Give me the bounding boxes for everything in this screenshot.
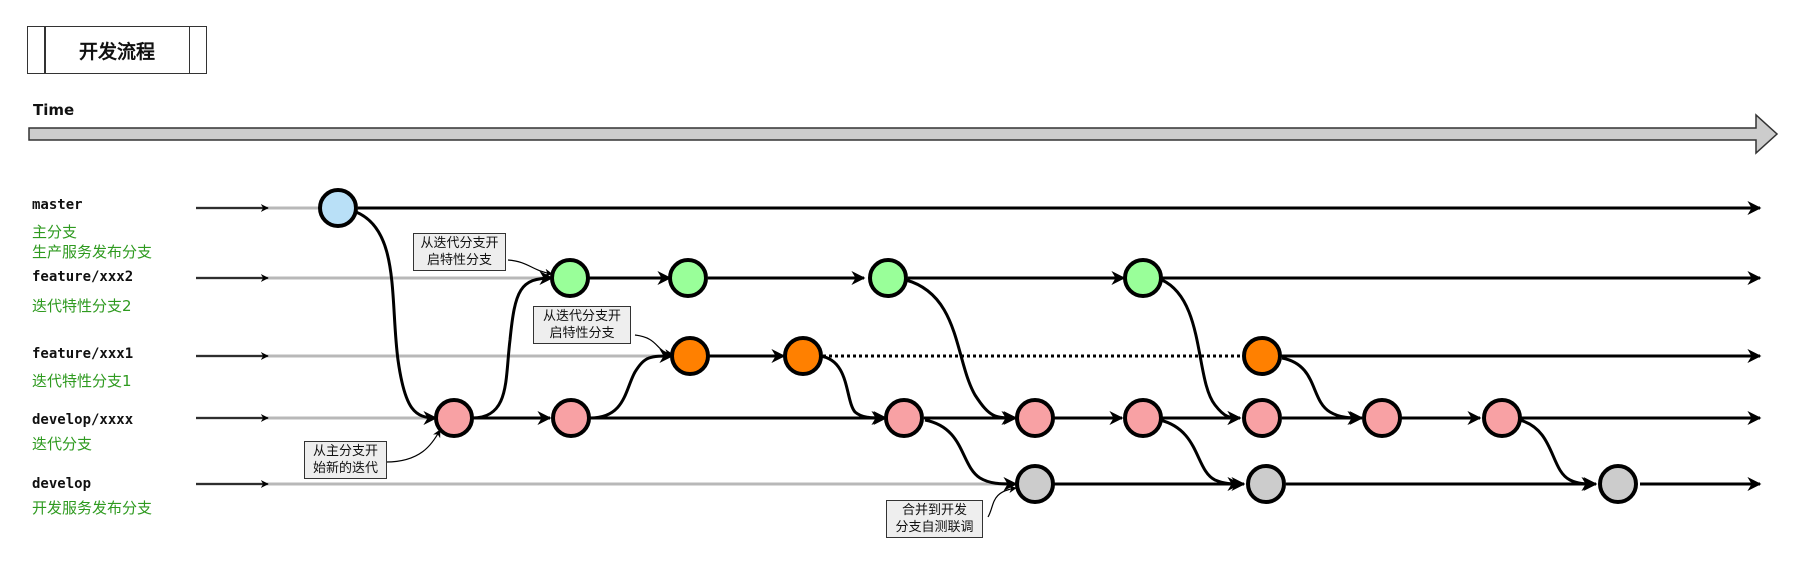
lane-desc-feature1: 迭代特性分支1 — [32, 372, 132, 390]
commit-feature2-4 — [1123, 258, 1163, 298]
lane-desc-develop-iter: 迭代分支 — [32, 435, 93, 453]
title-box: 开发流程 — [27, 26, 207, 74]
lane-name-develop-iter: develop/xxxx — [32, 412, 134, 428]
commit-feature2-1 — [550, 258, 590, 298]
commit-develop-iter-2 — [551, 398, 591, 438]
lane-desc-develop: 开发服务发布分支 — [32, 499, 153, 517]
commit-feature2-2 — [668, 258, 708, 298]
lane-name-feature2: feature/xxx2 — [32, 269, 134, 285]
commit-feature1-3 — [1242, 336, 1282, 376]
lane-desc-master: 主分支 生产服务发布分支 — [32, 223, 153, 261]
note-iteration-start: 从主分支开 始新的迭代 — [304, 441, 387, 479]
lane-start-lines — [196, 206, 1016, 486]
commit-master-1 — [318, 188, 358, 228]
time-label: Time — [33, 101, 75, 119]
lane-name-feature1: feature/xxx1 — [32, 346, 134, 362]
commit-develop-iter-8 — [1482, 398, 1522, 438]
commit-develop-iter-1 — [434, 398, 474, 438]
branch-curves — [355, 210, 1598, 491]
diagram-title: 开发流程 — [78, 40, 155, 63]
lane-name-develop: develop — [32, 476, 92, 492]
note-connectors — [385, 259, 1017, 518]
commit-develop-iter-6 — [1242, 398, 1282, 438]
commit-develop-2 — [1246, 464, 1286, 504]
title-box-right-bar — [188, 27, 190, 73]
note-merge-develop: 合并到开发 分支自测联调 — [886, 500, 983, 538]
time-arrow — [28, 113, 1779, 155]
branch-lines — [358, 201, 1762, 491]
note-feature2-start: 从迭代分支开 启特性分支 — [413, 233, 506, 271]
commit-feature1-2 — [783, 336, 823, 376]
commit-develop-3 — [1598, 464, 1638, 504]
commit-develop-iter-4 — [1015, 398, 1055, 438]
commit-develop-iter-3 — [884, 398, 924, 438]
lane-desc-feature2: 迭代特性分支2 — [32, 297, 132, 315]
lane-name-master: master — [32, 197, 83, 213]
title-box-left-bar — [44, 27, 46, 73]
note-feature1-start: 从迭代分支开 启特性分支 — [533, 306, 631, 344]
commit-develop-iter-5 — [1123, 398, 1163, 438]
commit-develop-1 — [1015, 464, 1055, 504]
commit-develop-iter-7 — [1362, 398, 1402, 438]
commit-feature2-3 — [868, 258, 908, 298]
commit-feature1-1 — [670, 336, 710, 376]
lane-entry-arrows — [196, 204, 269, 488]
